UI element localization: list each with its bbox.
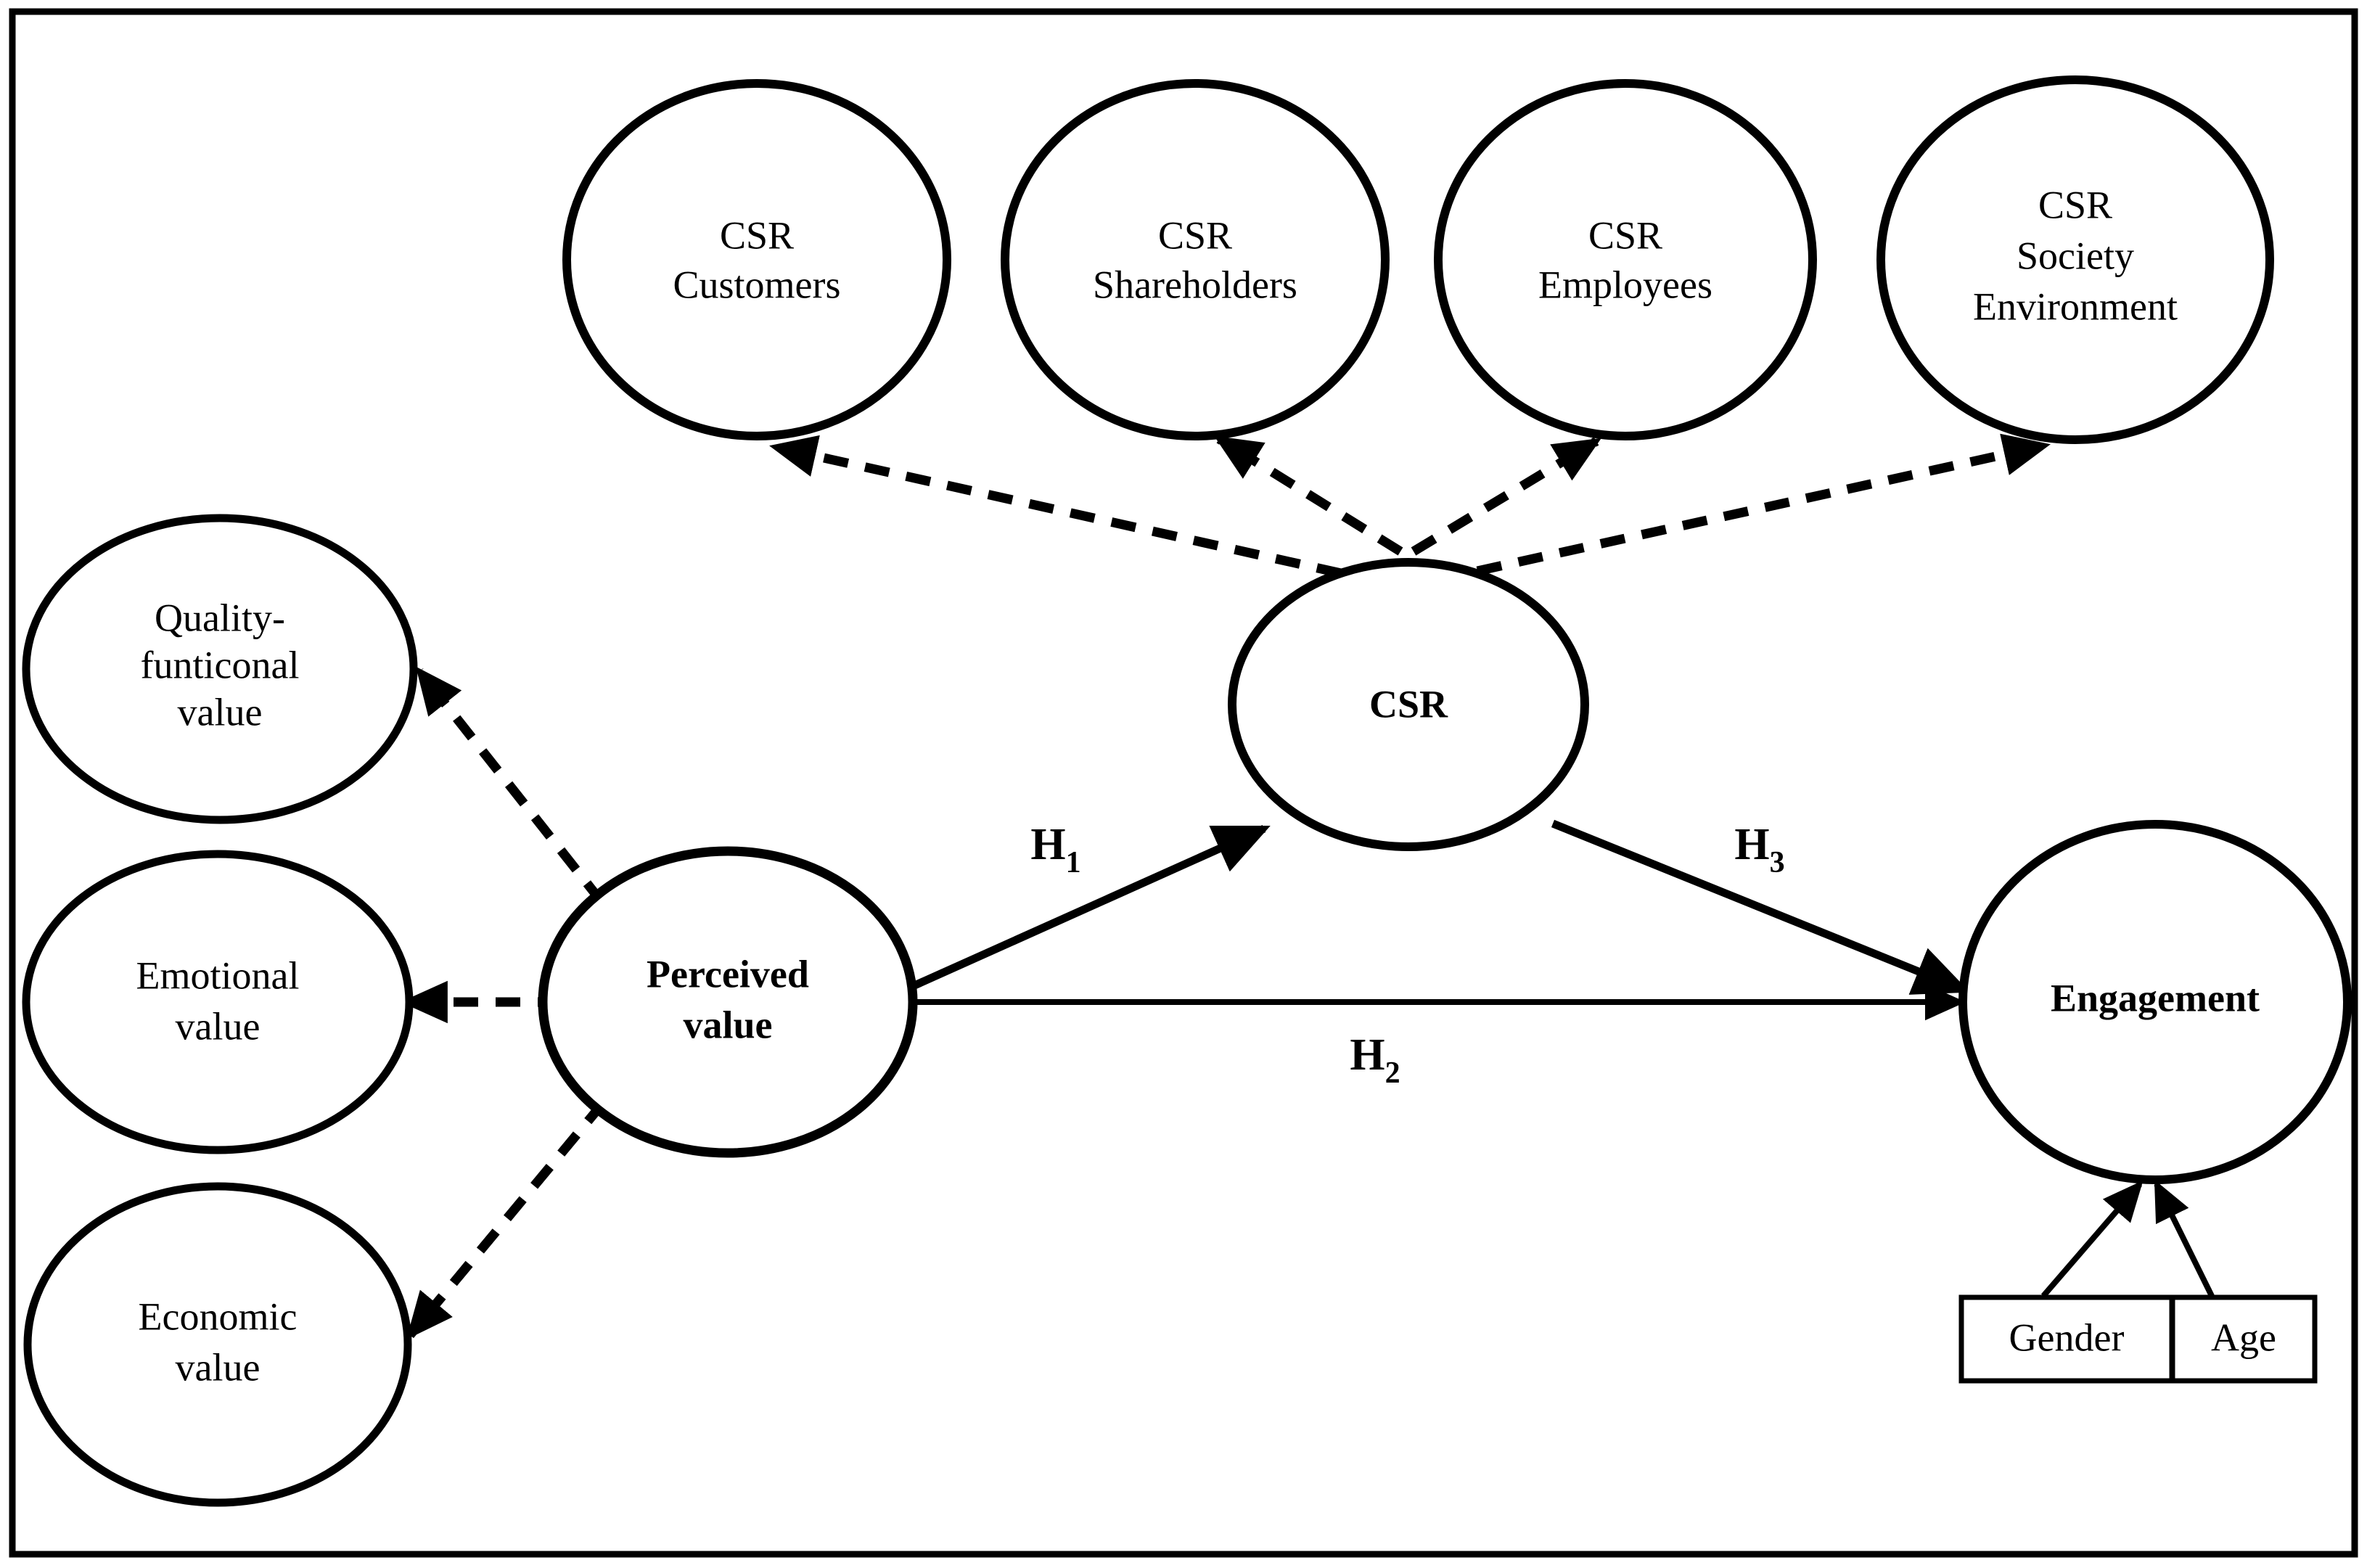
link-csr-to-csr-society-environment — [1476, 433, 2051, 576]
node-age[interactable]: Age — [2170, 1294, 2318, 1384]
svg-text:H3: H3 — [1734, 820, 1784, 879]
node-csr-customers-line2: Customers — [673, 263, 840, 306]
node-perceived-value-line1: Perceived — [647, 952, 809, 996]
node-economic-value-line2: value — [176, 1345, 261, 1389]
node-quality-value-line2: funticonal — [141, 643, 300, 686]
node-csr-employees-line2: Employees — [1538, 263, 1712, 306]
node-csr-customers[interactable]: CSR Customers — [562, 79, 951, 440]
node-emotional-value[interactable]: Emotional value — [22, 850, 414, 1154]
node-csr-shareholders-line2: Shareholders — [1093, 263, 1297, 306]
link-csr-to-csr-shareholders — [1214, 435, 1403, 556]
node-economic-value-line1: Economic — [139, 1294, 298, 1338]
node-csr-employees[interactable]: CSR Employees — [1434, 79, 1817, 440]
node-engagement-label: Engagement — [2051, 976, 2260, 1019]
h2-base: H — [1350, 1030, 1384, 1080]
node-quality-functional-value[interactable]: Quality- funticonal value — [22, 514, 418, 824]
node-csr-society-environment[interactable]: CSR Society Environment — [1876, 75, 2274, 444]
h3-base: H — [1734, 820, 1769, 869]
hypothesis-label-h3: H3 — [1734, 820, 1784, 879]
hypothesis-label-h1: H1 — [1030, 820, 1080, 879]
node-emotional-value-line2: value — [176, 1004, 261, 1048]
node-age-label: Age — [2211, 1315, 2276, 1359]
h1-subscript: 1 — [1066, 846, 1081, 879]
link-h1-perceived-to-csr — [901, 824, 1271, 995]
link-perceived-to-quality-functional-value — [415, 666, 607, 906]
node-csr-society-line1: CSR — [2038, 183, 2112, 226]
node-quality-value-line3: value — [178, 690, 263, 734]
node-emotional-value-line1: Emotional — [136, 953, 300, 997]
svg-text:H1: H1 — [1030, 820, 1080, 879]
node-gender-label: Gender — [2009, 1315, 2125, 1359]
hypothesis-links — [901, 819, 1970, 1021]
csr-dimension-links — [769, 433, 2051, 578]
node-csr-employees-line1: CSR — [1588, 213, 1662, 257]
h2-subscript: 2 — [1385, 1056, 1400, 1090]
link-csr-to-csr-customers — [769, 435, 1342, 578]
node-csr-shareholders[interactable]: CSR Shareholders — [1001, 79, 1390, 440]
hypothesis-label-h2: H2 — [1350, 1030, 1400, 1090]
node-economic-value[interactable]: Economic value — [23, 1182, 412, 1507]
link-gender-to-engagement — [2040, 1180, 2144, 1298]
node-engagement[interactable]: Engagement — [1958, 820, 2352, 1184]
moderator-links — [2040, 1179, 2215, 1298]
node-csr[interactable]: CSR — [1228, 558, 1589, 851]
node-csr-label: CSR — [1369, 682, 1448, 726]
node-perceived-value-line2: value — [683, 1003, 772, 1046]
node-gender[interactable]: Gender — [1958, 1294, 2175, 1384]
link-h3-csr-to-engagement — [1551, 819, 1970, 995]
node-csr-society-line3: Environment — [1973, 284, 2178, 328]
h3-subscript: 3 — [1770, 846, 1785, 879]
node-quality-value-line1: Quality- — [155, 596, 285, 639]
link-perceived-to-economic-value — [406, 1099, 607, 1340]
perceived-value-dimension-links — [400, 666, 607, 1340]
svg-text:H2: H2 — [1350, 1030, 1400, 1090]
h1-base: H — [1030, 820, 1065, 869]
node-csr-shareholders-line1: CSR — [1158, 213, 1232, 257]
link-csr-to-csr-employees — [1411, 437, 1601, 556]
link-age-to-engagement — [2154, 1179, 2215, 1297]
node-csr-society-line2: Society — [2017, 234, 2134, 277]
figure-border — [9, 8, 2358, 1558]
node-csr-customers-line1: CSR — [720, 213, 794, 257]
node-perceived-value[interactable]: Perceived value — [538, 846, 918, 1158]
